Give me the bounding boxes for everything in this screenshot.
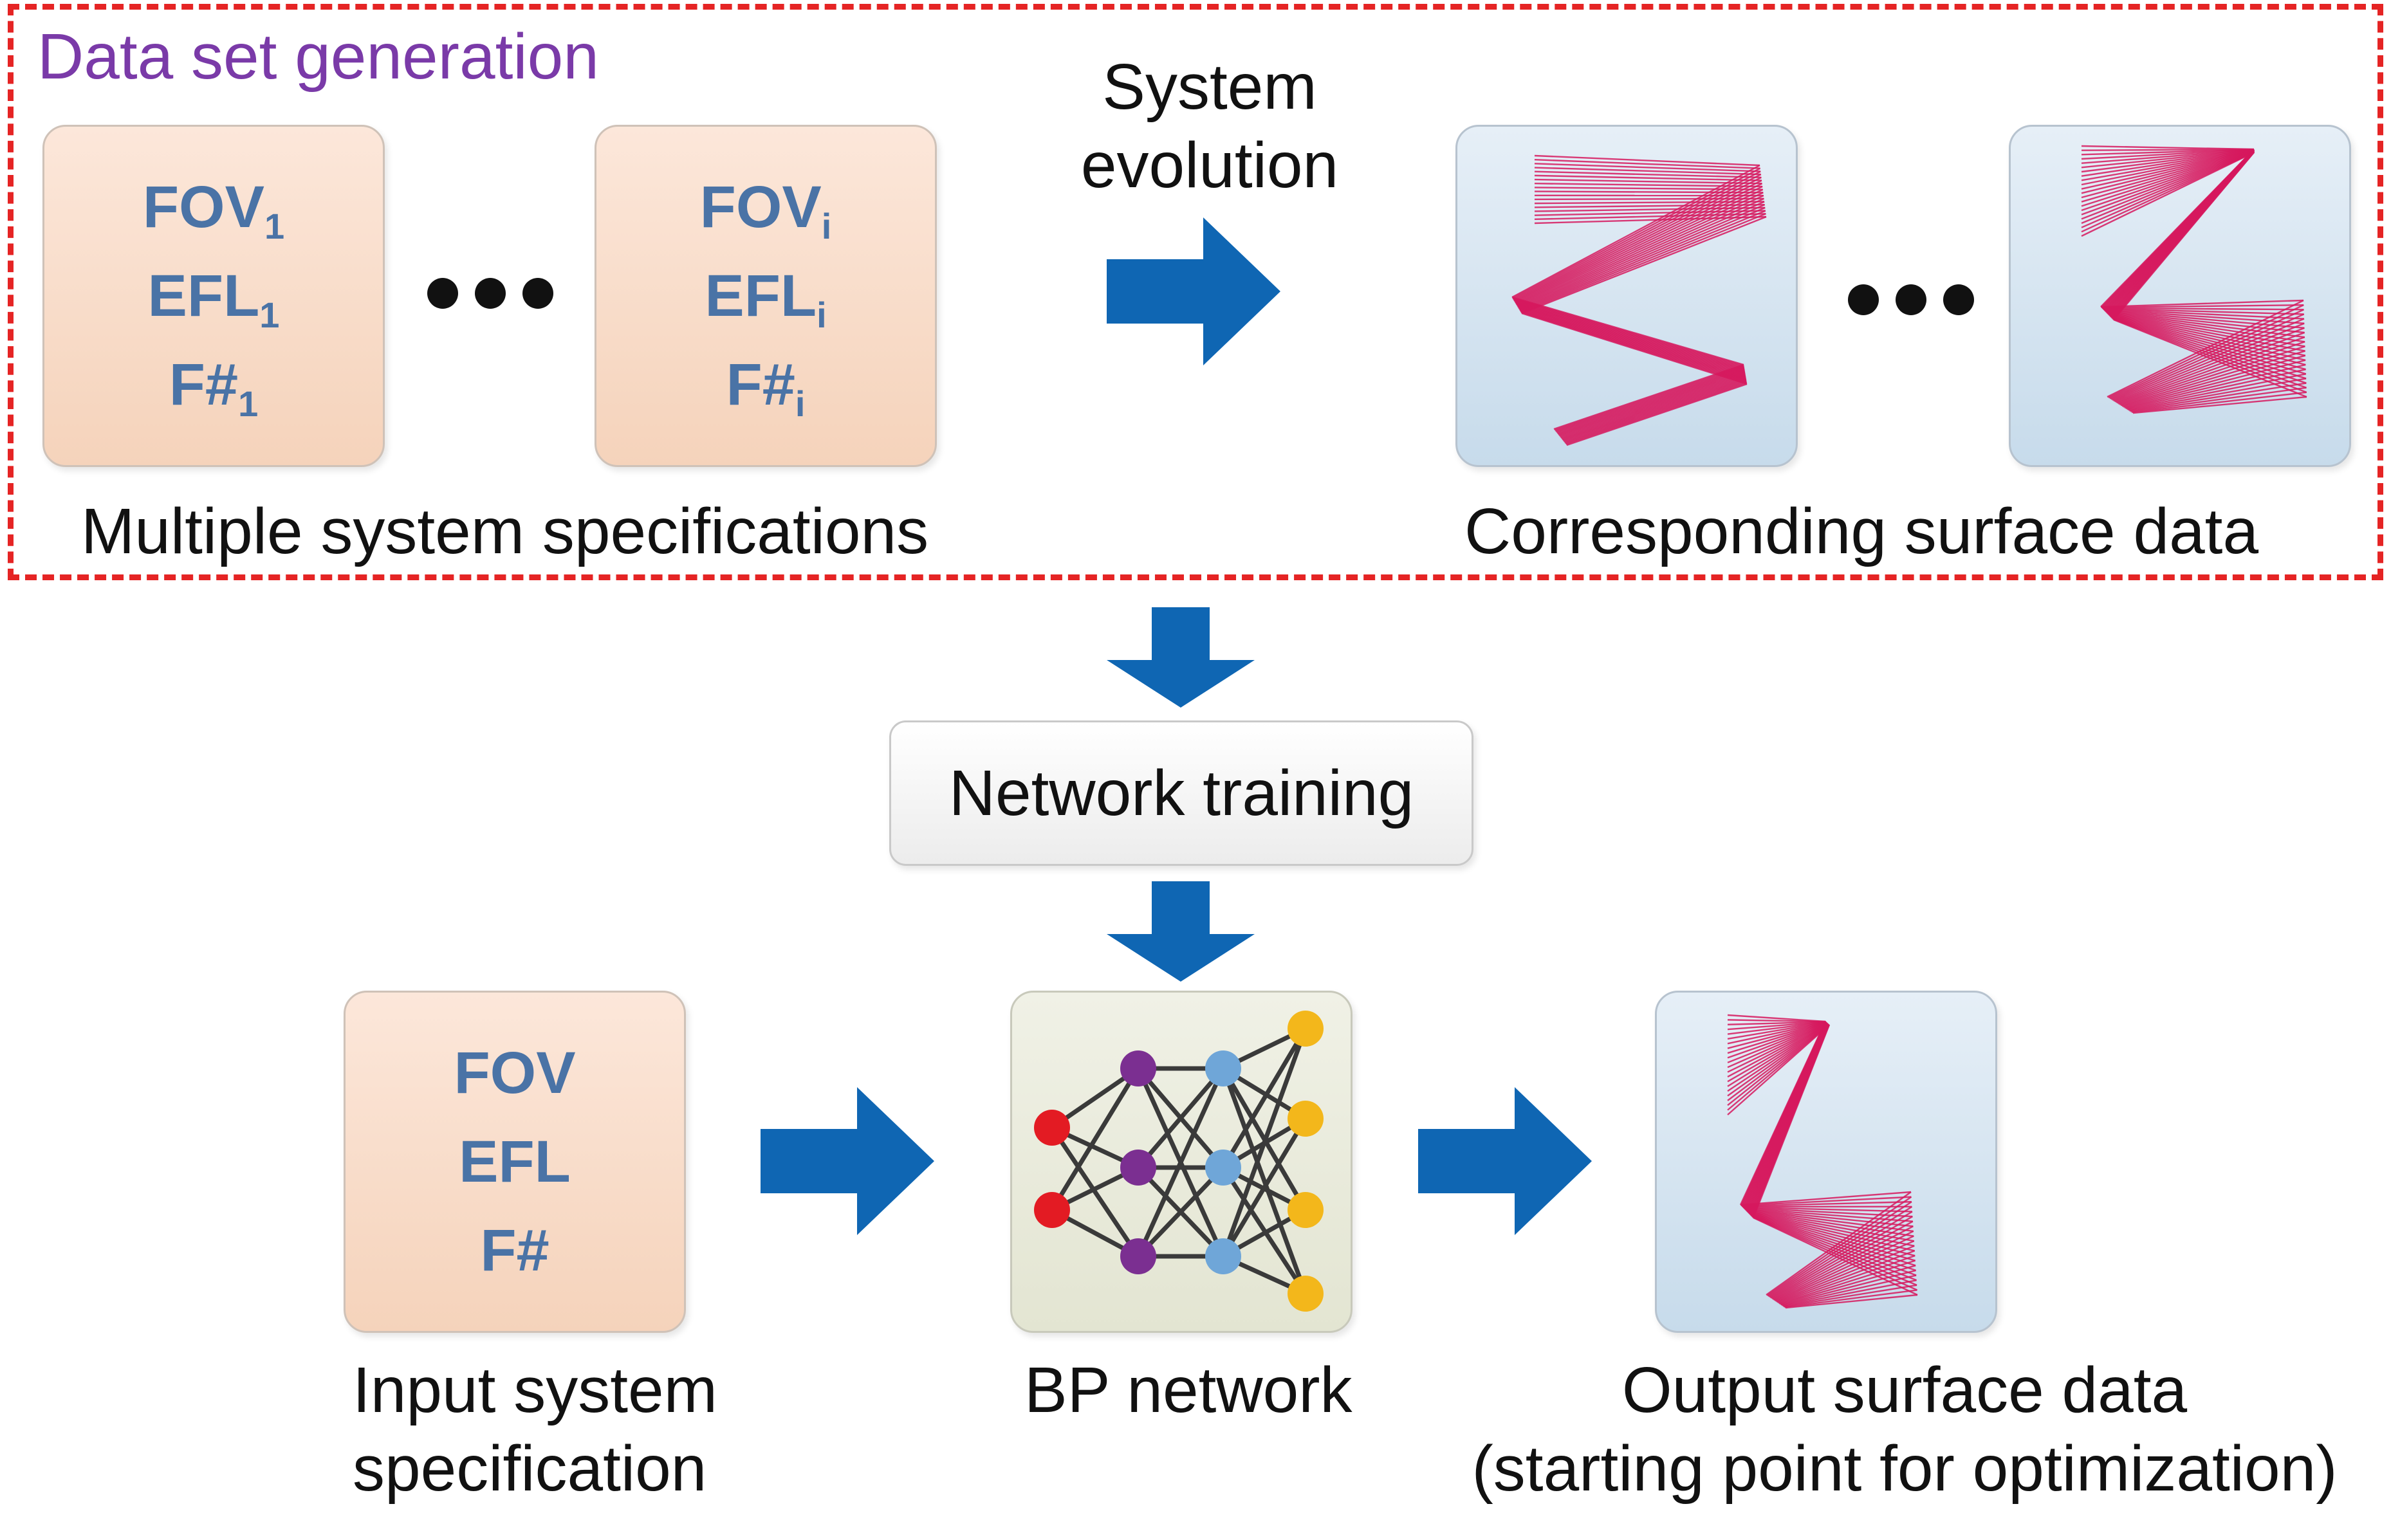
down-arrow-network <box>1107 881 1255 982</box>
caption-surface-data: Corresponding surface data <box>1464 495 2259 567</box>
input-fov: FOV <box>454 1040 576 1106</box>
caption-bp-network: BP network <box>1024 1354 1352 1426</box>
spec-fnumber: F#1 <box>169 352 259 424</box>
ellipsis-surface <box>1848 284 1974 315</box>
neural-network-icon <box>1034 1011 1324 1312</box>
surface-image-i <box>2009 125 2351 467</box>
bp-network-card <box>1010 991 1352 1333</box>
spec-efl: EFL1 <box>147 263 280 335</box>
dataset-generation-region <box>8 4 2383 580</box>
right-arrow-input <box>761 1087 934 1235</box>
system-evolution-label: System evolution <box>1080 51 1339 201</box>
input-efl: EFL <box>459 1129 571 1195</box>
network-node <box>1205 1050 1241 1086</box>
spec-card-1: FOV1 EFL1 F#1 <box>42 125 385 467</box>
network-node <box>1034 1192 1070 1228</box>
spec-efl: EFLi <box>705 263 827 335</box>
network-node <box>1120 1150 1156 1186</box>
network-node <box>1205 1238 1241 1274</box>
network-training-box: Network training <box>889 720 1473 866</box>
spec-card-i: FOVi EFLi F#i <box>595 125 937 467</box>
right-arrow-output <box>1418 1087 1592 1235</box>
network-node <box>1288 1192 1324 1228</box>
network-node <box>1205 1150 1241 1186</box>
down-arrow-training <box>1107 607 1255 708</box>
network-node <box>1288 1276 1324 1312</box>
surface-image-1 <box>1455 125 1798 467</box>
caption-specifications: Multiple system specifications <box>81 495 929 567</box>
ellipsis-specs <box>427 278 553 309</box>
spec-fov: FOVi <box>699 174 832 246</box>
network-node <box>1034 1110 1070 1146</box>
section-title: Data set generation <box>37 21 599 93</box>
output-surface-image <box>1655 991 1997 1333</box>
input-fnumber: F# <box>480 1218 549 1283</box>
network-node <box>1120 1050 1156 1086</box>
network-node <box>1288 1011 1324 1047</box>
caption-input: Input system specification <box>353 1354 717 1505</box>
right-arrow-evolution <box>1107 217 1280 365</box>
spec-fov: FOV1 <box>142 174 285 246</box>
input-spec-card: FOV EFL F# <box>344 991 686 1333</box>
network-node <box>1288 1101 1324 1137</box>
caption-output: Output surface data (starting point for … <box>1472 1354 2338 1505</box>
network-node <box>1120 1238 1156 1274</box>
spec-fnumber: F#i <box>726 352 806 424</box>
